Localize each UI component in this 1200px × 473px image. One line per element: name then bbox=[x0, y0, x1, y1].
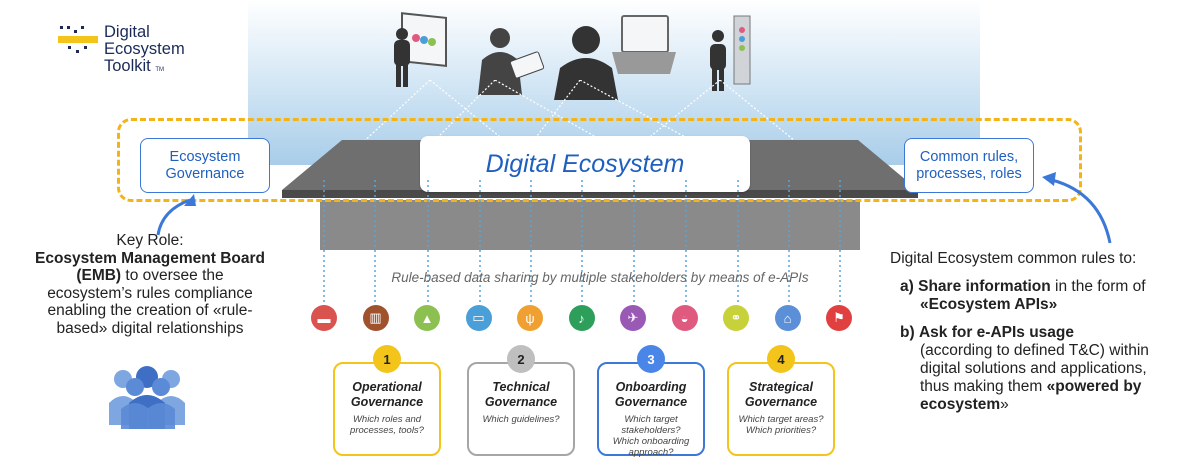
governance-question: Which target bbox=[624, 414, 678, 425]
governance-question: Which roles and bbox=[352, 414, 422, 425]
governance-number-badge: 4 bbox=[767, 345, 795, 373]
common-rules-text: Digital Ecosystem common rules to: a) Sh… bbox=[890, 250, 1200, 414]
governance-question: Which target areas? bbox=[738, 414, 824, 425]
bus-icon: ▬ bbox=[311, 305, 337, 331]
point-b-label: b) bbox=[900, 324, 915, 341]
point-b-line2: (according to defined T&C) within bbox=[920, 342, 1149, 359]
governance-question: Which guidelines? bbox=[482, 414, 560, 425]
governance-title-line1: Technical bbox=[492, 380, 550, 394]
governance-title-line2: Governance bbox=[350, 395, 424, 409]
music-icon: ♪ bbox=[568, 305, 595, 331]
logo-tm: TM bbox=[155, 67, 165, 73]
point-a-bold: Share information bbox=[918, 278, 1051, 295]
logo-line2: Ecosystem bbox=[104, 40, 185, 58]
governance-question: Which priorities? bbox=[745, 425, 817, 436]
point-b-end: » bbox=[1000, 396, 1009, 413]
governance-title-line1: Strategical bbox=[749, 380, 813, 394]
bed-icon: ▭ bbox=[465, 305, 492, 331]
governance-questions: Which guidelines? bbox=[469, 414, 573, 425]
point-a-rest: in the form of bbox=[1050, 278, 1146, 295]
users-illustration bbox=[394, 12, 751, 100]
governance-question: approach? bbox=[628, 447, 674, 458]
car-icon: ◒ bbox=[671, 305, 698, 331]
key-role-emb: Ecosystem Management Board bbox=[35, 249, 265, 267]
governance-question: stakeholders? bbox=[621, 425, 681, 436]
key-role-line5: enabling the creation of «rule- bbox=[47, 302, 253, 319]
user-links bbox=[359, 80, 801, 146]
governance-frame bbox=[117, 118, 1082, 202]
flags-icon: ⚑ bbox=[826, 305, 852, 331]
point-b-line3: digital solutions and applications, bbox=[920, 360, 1147, 377]
governance-question: Which onboarding bbox=[612, 436, 690, 447]
left-arrow bbox=[156, 194, 196, 236]
logo-text: Digital Ecosystem Toolkit TM bbox=[104, 24, 185, 79]
api-links bbox=[323, 180, 841, 305]
governance-question: processes, tools? bbox=[350, 425, 424, 436]
logo-line3: Toolkit bbox=[104, 57, 151, 75]
building-icon: ▥ bbox=[362, 305, 389, 331]
governance-title-line2: Governance bbox=[614, 395, 688, 409]
governance-questions: Which target areas?Which priorities? bbox=[729, 414, 833, 436]
trees-icon: ▲ bbox=[414, 305, 440, 331]
home-icon: ⌂ bbox=[774, 305, 801, 331]
point-a-label: a) bbox=[900, 278, 914, 295]
digital-ecosystem-title: Digital Ecosystem bbox=[420, 136, 750, 192]
logo-line1: Digital bbox=[104, 23, 150, 41]
whiteboard-figure bbox=[394, 12, 447, 87]
common-rules-box: Common rules, processes, roles bbox=[904, 138, 1034, 193]
key-role-line1: Key Role: bbox=[116, 232, 184, 249]
tablet-figure bbox=[478, 28, 545, 95]
point-b-bold: Ask for e-APIs usage bbox=[918, 324, 1075, 341]
key-role-line6: based» digital relationships bbox=[56, 319, 244, 337]
logo-dots bbox=[58, 24, 102, 54]
key-role-text: Key Role: Ecosystem Management Board (EM… bbox=[0, 232, 300, 337]
governance-number-badge: 2 bbox=[507, 345, 535, 373]
right-arrow bbox=[1042, 172, 1112, 244]
governance-title-line2: Governance bbox=[744, 395, 818, 409]
governance-title-line1: Onboarding bbox=[615, 380, 687, 394]
governance-number-badge: 3 bbox=[637, 345, 665, 373]
point-b-powered: «powered by bbox=[1046, 378, 1142, 395]
people-group-icon bbox=[109, 366, 185, 429]
point-a-apis: «Ecosystem APIs» bbox=[920, 296, 1058, 313]
point-b-ecosystem: ecosystem bbox=[920, 396, 1001, 413]
kiosk-figure bbox=[710, 15, 751, 91]
point-b-line4: thus making them bbox=[920, 378, 1047, 395]
governance-number-badge: 1 bbox=[373, 345, 401, 373]
governance-title-line1: Operational bbox=[352, 380, 422, 394]
bike-icon: ⚭ bbox=[723, 305, 749, 331]
key-role-line4: ecosystem’s rules compliance bbox=[47, 284, 253, 302]
logo-bar bbox=[58, 36, 98, 43]
rule-based-sharing-text: Rule-based data sharing by multiple stak… bbox=[391, 270, 809, 285]
common-rules-intro: Digital Ecosystem common rules to: bbox=[890, 250, 1137, 267]
platform-base bbox=[320, 200, 860, 250]
ecosystem-governance-box: Ecosystem Governance bbox=[140, 138, 270, 193]
key-role-emb-abbr: (EMB) bbox=[76, 267, 122, 284]
plane-icon: ✈ bbox=[620, 305, 646, 331]
governance-title-line2: Governance bbox=[484, 395, 558, 409]
key-role-line3: to oversee the bbox=[121, 267, 224, 284]
laptop-figure bbox=[554, 15, 676, 100]
restaurant-icon: ψ bbox=[517, 305, 543, 331]
